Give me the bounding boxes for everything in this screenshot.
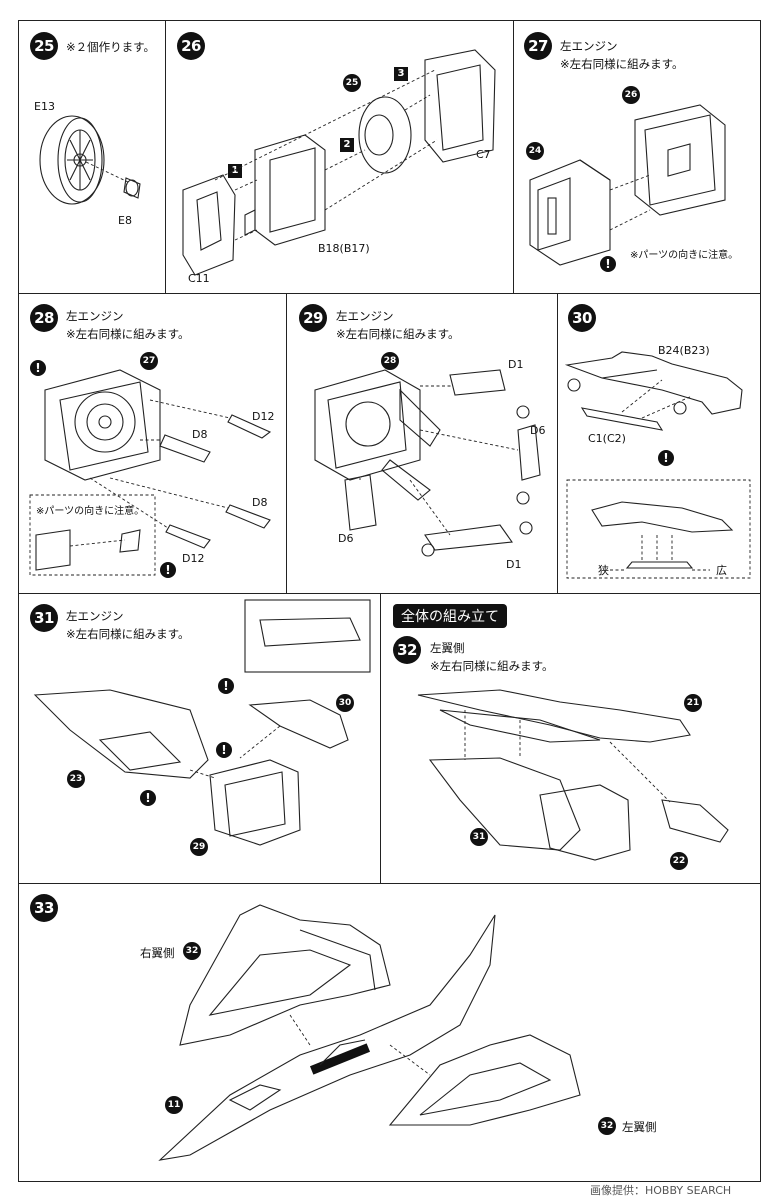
warning-icon: ! bbox=[216, 742, 232, 758]
caution-note: ※パーツの向きに注意。 bbox=[630, 250, 739, 261]
sub-assembly-badge: 32 bbox=[598, 1117, 616, 1135]
warning-icon: ! bbox=[140, 790, 156, 806]
step-number: 29 bbox=[299, 304, 327, 332]
part-label: D6 bbox=[338, 532, 354, 545]
row-divider-1 bbox=[18, 293, 761, 294]
sub-assembly-badge: 21 bbox=[684, 694, 702, 712]
part-label: E13 bbox=[34, 100, 55, 113]
part-label: D12 bbox=[252, 410, 275, 423]
step-number: 32 bbox=[393, 636, 421, 664]
warning-icon: ! bbox=[30, 360, 46, 376]
sub-assembly-badge: 32 bbox=[183, 942, 201, 960]
col-divider-r3 bbox=[380, 593, 381, 883]
row-divider-3 bbox=[18, 883, 761, 884]
part-label: C11 bbox=[188, 272, 210, 285]
order-marker: 3 bbox=[394, 67, 408, 81]
step-title: 左エンジン bbox=[66, 309, 124, 323]
image-credit: 画像提供：HOBBY SEARCH bbox=[590, 1184, 732, 1197]
wheel-part-illustration bbox=[39, 115, 141, 205]
step-title: 左エンジン bbox=[560, 39, 618, 53]
part-label: C1(C2) bbox=[588, 432, 626, 445]
sub-assembly-badge: 23 bbox=[67, 770, 85, 788]
step-number: 30 bbox=[568, 304, 596, 332]
part-label: D6 bbox=[530, 424, 546, 437]
step-number: 31 bbox=[30, 604, 58, 632]
part-label: E8 bbox=[118, 214, 132, 227]
caution-note: ※パーツの向きに注意。 bbox=[36, 506, 145, 517]
sub-assembly-badge: 26 bbox=[622, 86, 640, 104]
step-note: ※左右同様に組みます。 bbox=[560, 57, 684, 71]
sub-assembly-badge: 29 bbox=[190, 838, 208, 856]
step-note: ※左右同様に組みます。 bbox=[336, 327, 460, 341]
instruction-sheet-frame bbox=[18, 20, 761, 1182]
sub-assembly-badge: 25 bbox=[343, 74, 361, 92]
col-divider-r1b bbox=[513, 20, 514, 293]
part-label: D8 bbox=[192, 428, 208, 441]
step-title: 左エンジン bbox=[336, 309, 394, 323]
warning-icon: ! bbox=[600, 256, 616, 272]
section-title: 全体の組み立て bbox=[393, 604, 507, 628]
wide-label: 広 bbox=[716, 564, 727, 577]
warning-icon: ! bbox=[218, 678, 234, 694]
part-label: B24(B23) bbox=[658, 344, 710, 357]
step-number: 28 bbox=[30, 304, 58, 332]
step-number: 25 bbox=[30, 32, 58, 60]
order-marker: 2 bbox=[340, 138, 354, 152]
engine-block-illustration bbox=[529, 104, 726, 266]
sub-assembly-badge: 31 bbox=[470, 828, 488, 846]
row-divider-2 bbox=[18, 593, 761, 594]
engine-cover-illustration bbox=[314, 369, 541, 557]
warning-icon: ! bbox=[658, 450, 674, 466]
col-divider-r2b bbox=[557, 293, 558, 593]
step-number: 26 bbox=[177, 32, 205, 60]
full-aircraft-illustration bbox=[158, 904, 581, 1161]
part-label: D12 bbox=[182, 552, 205, 565]
step-note: ※左右同様に組みます。 bbox=[430, 659, 554, 673]
left-wing-label: 左翼側 bbox=[622, 1120, 657, 1134]
step-note: ※２個作ります。 bbox=[66, 40, 155, 54]
sub-assembly-badge: 11 bbox=[165, 1096, 183, 1114]
sub-assembly-badge: 30 bbox=[336, 694, 354, 712]
sub-assembly-badge: 28 bbox=[381, 352, 399, 370]
wing-assembly-illustration bbox=[417, 689, 729, 861]
intake-ramp-illustration bbox=[564, 351, 751, 579]
part-label: D1 bbox=[508, 358, 524, 371]
sub-assembly-badge: 22 bbox=[670, 852, 688, 870]
warning-icon: ! bbox=[160, 562, 176, 578]
step-note: ※左右同様に組みます。 bbox=[66, 627, 190, 641]
step-number: 33 bbox=[30, 894, 58, 922]
part-label: D1 bbox=[506, 558, 522, 571]
col-divider-r2a bbox=[286, 293, 287, 593]
right-wing-label: 右翼側 bbox=[140, 946, 175, 960]
step-number: 27 bbox=[524, 32, 552, 60]
part-label: D8 bbox=[252, 496, 268, 509]
engine-core-illustration bbox=[182, 49, 496, 276]
step-title: 左翼側 bbox=[430, 641, 465, 655]
fuselage-engine-illustration bbox=[33, 599, 371, 846]
narrow-label: 狭 bbox=[598, 564, 609, 577]
sub-assembly-badge: 27 bbox=[140, 352, 158, 370]
step-note: ※左右同様に組みます。 bbox=[66, 327, 190, 341]
sub-assembly-badge: 24 bbox=[526, 142, 544, 160]
step-title: 左エンジン bbox=[66, 609, 124, 623]
col-divider-r1a bbox=[165, 20, 166, 293]
part-label: B18(B17) bbox=[318, 242, 370, 255]
engine-intake-illustration bbox=[29, 369, 272, 576]
